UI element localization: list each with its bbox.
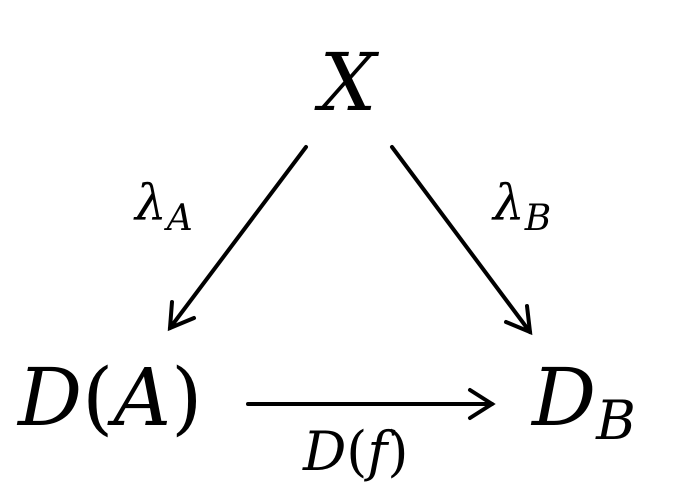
node-d-of-a-open-paren: ( [82, 351, 113, 444]
node-d-sub-b: DB [530, 351, 636, 452]
node-d-of-a: D(A) [16, 351, 202, 444]
label-lambda-a: λA [133, 174, 193, 239]
arrow-lambda-a-shaft [168, 145, 308, 330]
label-lambda-b-symbol: λ [491, 174, 525, 232]
label-lambda-b-sub: B [524, 198, 551, 239]
node-d-of-a-functor: D [16, 351, 82, 444]
node-x: X [314, 36, 380, 129]
label-d-of-f-open-paren: ( [346, 420, 367, 483]
label-d-of-f-functor: D [302, 420, 346, 483]
node-d-sub-b-base: D [530, 351, 596, 444]
node-d-of-a-close-paren: ) [171, 351, 202, 444]
label-d-of-f: D(f) [302, 420, 408, 483]
arrow-d-of-f-head [468, 388, 496, 420]
label-d-of-f-close-paren: ) [387, 420, 408, 483]
arrow-lambda-a [167, 145, 308, 332]
label-lambda-b: λB [491, 174, 551, 239]
arrow-lambda-b [390, 145, 533, 336]
arrow-lambda-b-head [504, 304, 533, 336]
arrow-lambda-b-shaft [390, 145, 532, 334]
label-lambda-a-sub: A [164, 198, 193, 239]
node-d-of-a-arg: A [106, 351, 171, 444]
label-lambda-a-symbol: λ [133, 174, 167, 232]
node-d-sub-b-sub: B [595, 389, 636, 452]
arrow-d-of-f [246, 388, 496, 420]
arrow-lambda-a-head [167, 300, 196, 332]
